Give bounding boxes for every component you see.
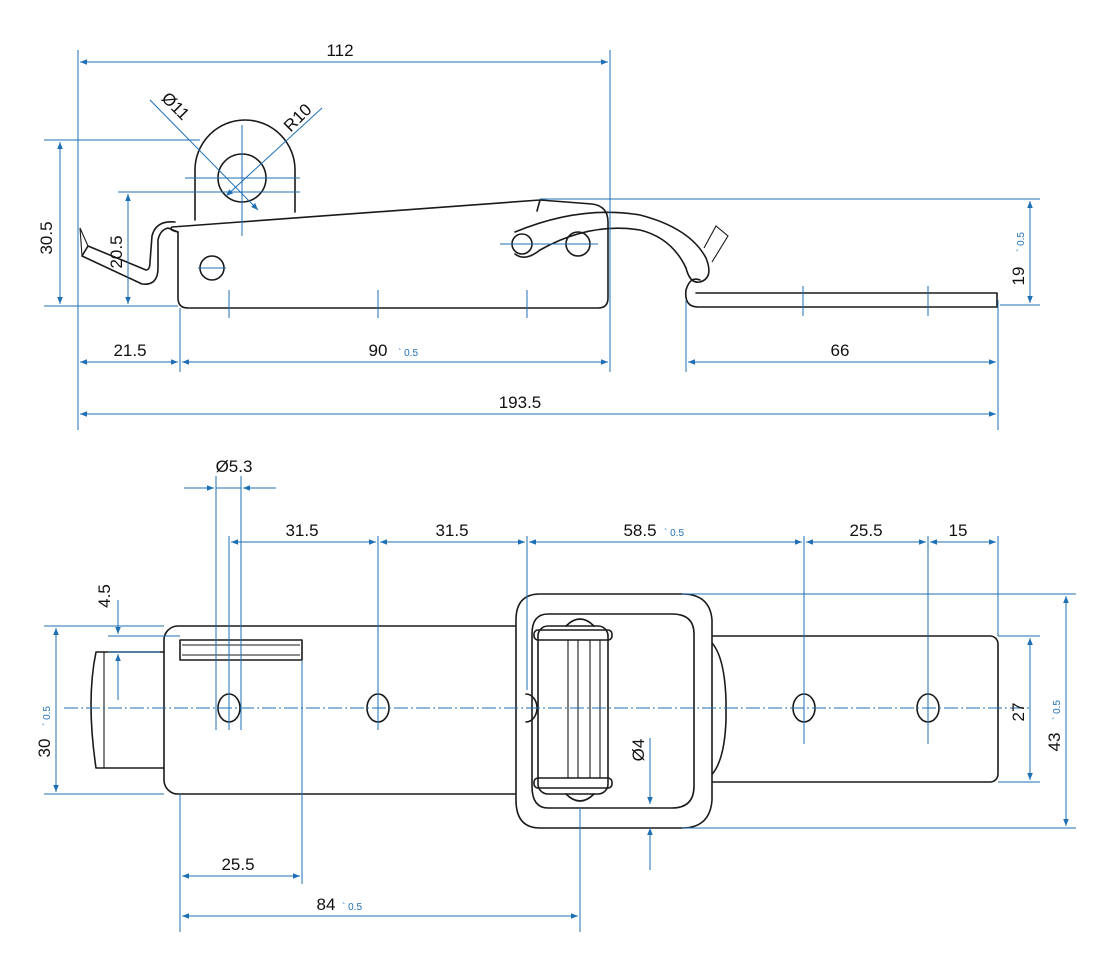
dim-strike-height: 19 bbox=[1009, 267, 1028, 286]
dim-pitch-1: 31.5 bbox=[285, 521, 318, 540]
dim-overall-length: 193.5 bbox=[499, 393, 542, 412]
dim-strike-length: 66 bbox=[831, 341, 850, 360]
hook-tab-edge bbox=[79, 227, 89, 257]
latch-base-top bbox=[163, 625, 551, 795]
dim-pin-dia: Ø4 bbox=[629, 739, 648, 762]
dim-pitch-3-tol: ` 0.5 bbox=[664, 527, 684, 539]
roller-cap-bottom bbox=[533, 777, 613, 789]
dim-slot-length: 25.5 bbox=[221, 855, 254, 874]
strike-plate-top bbox=[689, 635, 999, 783]
dim-pivot-offset-tol: ` 0.5 bbox=[342, 901, 362, 913]
dim-ear-hole-dia: Ø11 bbox=[158, 89, 193, 124]
dim-overall-width: 43 bbox=[1045, 733, 1064, 752]
dim-hole-dia: Ø5.3 bbox=[216, 457, 253, 476]
dim-pitch-5: 15 bbox=[949, 521, 968, 540]
latch-hook bbox=[81, 220, 179, 285]
strike-tab bbox=[703, 225, 729, 263]
dim-height-total: 30.5 bbox=[37, 221, 56, 254]
dim-base-length-tol: ` 0.5 bbox=[398, 347, 418, 359]
dim-tab-width: 4.5 bbox=[95, 584, 114, 608]
dim-base-length: 90 bbox=[369, 341, 388, 360]
lever-inner-frame bbox=[531, 613, 695, 809]
dim-strike-height-tol: ` 0.5 bbox=[1015, 232, 1027, 252]
dim-base-width-tol: ` 0.5 bbox=[41, 706, 53, 726]
top-view: Ø5.3 31.5 31.5 58.5 ` 0.5 25.5 15 4.5 30… bbox=[35, 457, 1076, 932]
roller-cap-top bbox=[533, 629, 613, 641]
dim-height-hook: 20.5 bbox=[107, 235, 126, 268]
dim-overall-width-tol: ` 0.5 bbox=[1051, 700, 1063, 720]
dim-base-width: 30 bbox=[35, 739, 54, 758]
dim-strike-width: 27 bbox=[1009, 703, 1028, 722]
strike-plate bbox=[684, 278, 998, 308]
latch-base-outline bbox=[170, 199, 609, 309]
dim-pivot-offset: 84 bbox=[317, 895, 336, 914]
hook-tab-top bbox=[90, 651, 165, 769]
ear-outline bbox=[194, 119, 296, 221]
dim-112: 112 bbox=[326, 41, 353, 60]
lever-bail bbox=[514, 211, 710, 284]
roller-body bbox=[537, 625, 609, 795]
dim-pitch-2: 31.5 bbox=[435, 521, 468, 540]
dim-pitch-4: 25.5 bbox=[849, 521, 882, 540]
dim-pitch-3: 58.5 bbox=[623, 521, 656, 540]
dim-ear-radius: R10 bbox=[280, 100, 315, 135]
dim-left-offset: 21.5 bbox=[113, 341, 146, 360]
side-view: 112 Ø11 R10 30.5 20.5 19 ` 0.5 21.5 90 `… bbox=[37, 41, 1040, 430]
